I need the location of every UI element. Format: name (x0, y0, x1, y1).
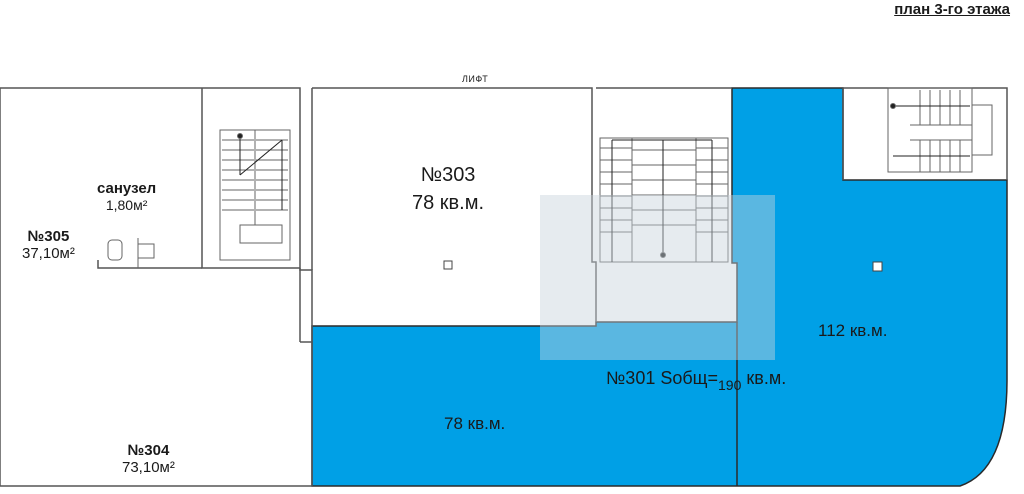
room-304-number: №304 (127, 442, 170, 459)
room-303-area: 78 кв.м. (412, 192, 485, 214)
room-301-total: 190 (718, 377, 742, 393)
room-303-label[interactable]: №303 78 кв.м. (412, 161, 484, 217)
plan-title: план 3-го этажа (894, 1, 1010, 18)
room-301-suffix: кв.м. (746, 368, 787, 388)
zone-78-area: 78 кв.м. (444, 414, 506, 433)
bathroom-fixtures (107, 238, 155, 268)
room-301-label[interactable]: №301 Sобщ=190 кв.м. (606, 368, 787, 393)
walls (0, 87, 1008, 487)
room-305-label[interactable]: №305 37,10м² (22, 228, 75, 262)
room-305-number: №305 (27, 228, 70, 245)
watermark (540, 195, 775, 360)
stair-right (887, 87, 993, 173)
stair-left (219, 129, 291, 261)
room-301-prefix: №301 Sобщ= (606, 368, 718, 388)
zone-112-area: 112 кв.м. (818, 321, 888, 340)
lift-label: ЛИФТ (462, 74, 489, 84)
room-304-area: 73,10м² (122, 459, 175, 476)
bathroom-name: санузел (97, 180, 157, 197)
bathroom-area: 1,80м² (105, 197, 148, 213)
room-303-number: №303 (420, 164, 476, 186)
bathroom-label: санузел 1,80м² (97, 180, 156, 214)
room-305-area: 37,10м² (22, 245, 75, 262)
columns (443, 260, 883, 272)
room-301-highlight[interactable] (311, 87, 1008, 487)
room-304-label[interactable]: №304 73,10м² (122, 442, 175, 476)
stair-center (599, 137, 729, 263)
